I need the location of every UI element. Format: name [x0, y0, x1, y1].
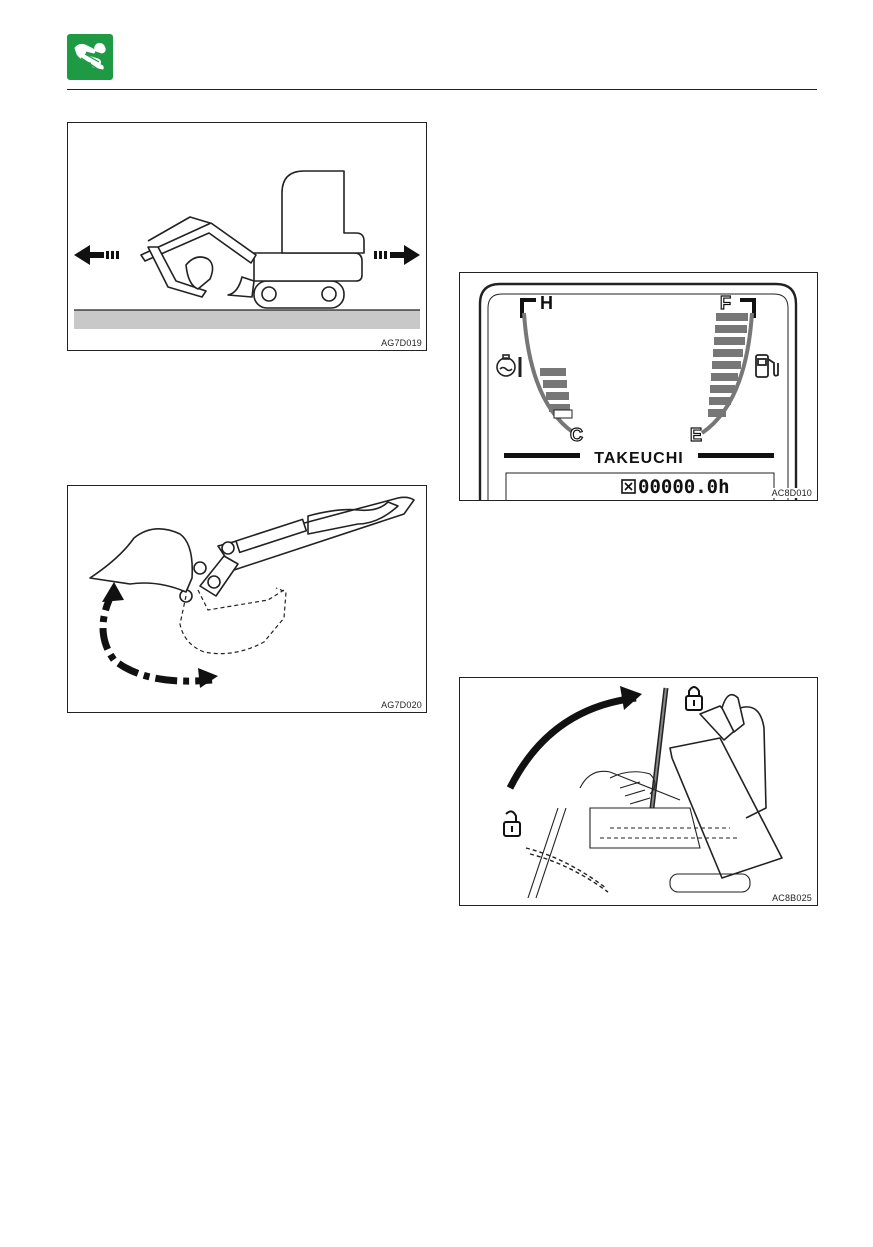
brand-logo: TAKEUCHI — [594, 450, 683, 467]
figure-bucket: AG7D020 — [67, 485, 427, 713]
figure-travel: AG7D019 — [67, 122, 427, 351]
hour-meter: 00000.0h — [638, 476, 730, 498]
hand-operation-icon — [67, 34, 113, 80]
bucket-curl-arrow-icon — [102, 582, 218, 688]
fuel-pump-icon — [756, 355, 778, 377]
figure-code: AG7D020 — [381, 700, 422, 710]
fuel-empty-label: E — [690, 425, 702, 445]
figure-code: AC8D010 — [771, 488, 813, 498]
figure-code: AC8B025 — [771, 893, 813, 903]
coolant-temp-icon — [497, 355, 520, 377]
temp-high-label: H — [540, 293, 553, 313]
fuel-full-label: F — [720, 293, 731, 313]
excavator-icon — [141, 171, 364, 308]
temp-low-label: C — [570, 425, 583, 445]
arrow-left-icon — [74, 245, 119, 265]
figure-meter: H C F E — [459, 272, 818, 501]
arrow-right-icon — [374, 245, 420, 265]
temp-gauge-bars — [540, 368, 572, 418]
figure-code: AG7D019 — [381, 338, 422, 348]
ground — [74, 310, 420, 329]
figure-lock-lever: AC8B025 — [459, 677, 818, 906]
header-rule — [67, 89, 817, 90]
curved-arrow-icon — [510, 686, 642, 788]
lock-open-icon — [504, 811, 520, 836]
lock-closed-icon — [686, 687, 702, 710]
fuel-gauge-bars — [708, 313, 748, 417]
